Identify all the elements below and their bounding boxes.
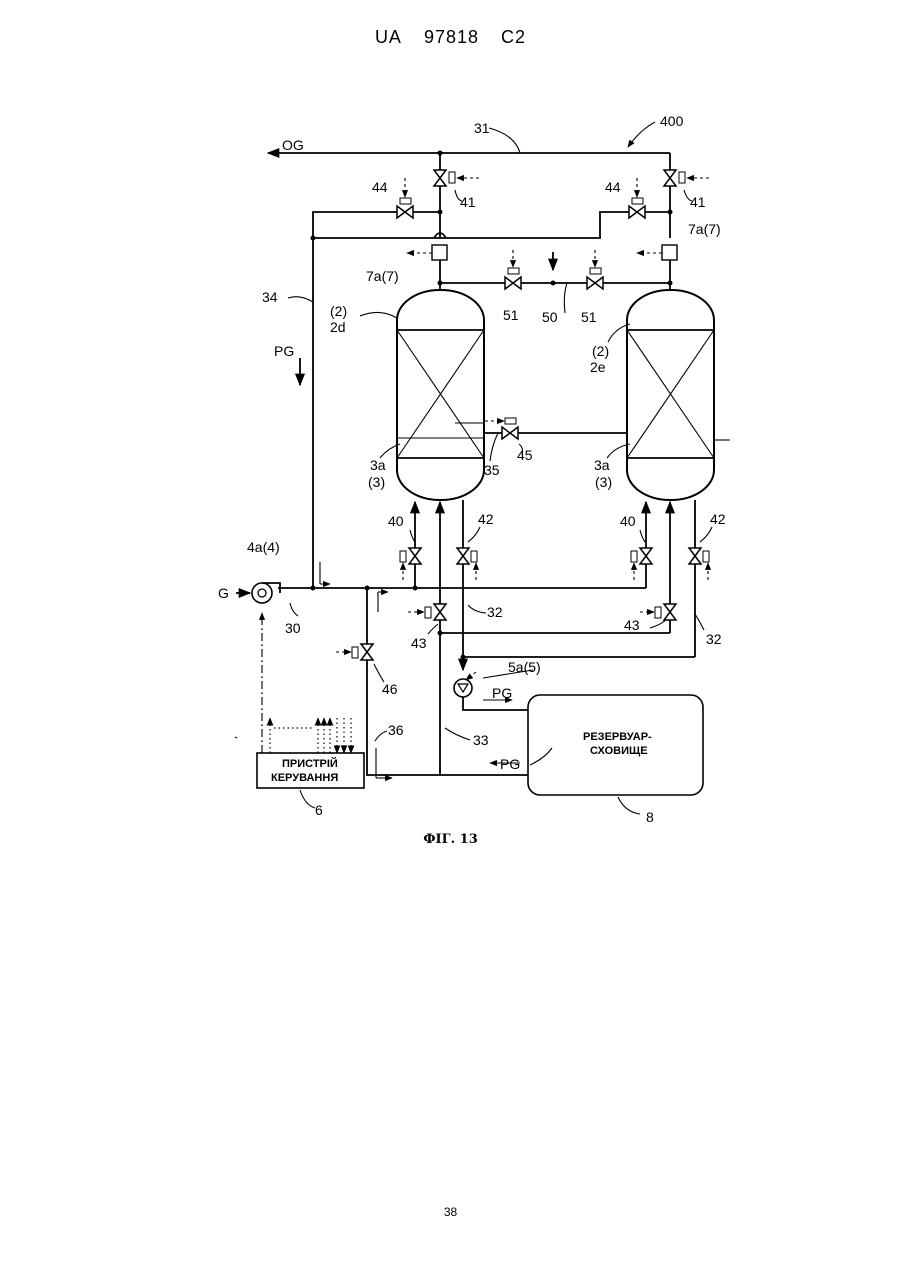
label-3-left: (3) <box>368 474 385 490</box>
label-40-left: 40 <box>388 513 404 529</box>
label-3a-left: 3a <box>370 457 386 473</box>
label-44-left: 44 <box>372 179 388 195</box>
label-32-left: 32 <box>487 604 503 620</box>
label-pg-in: PG <box>500 756 520 772</box>
label-33: 33 <box>473 732 489 748</box>
label-pg-out: PG <box>492 685 512 701</box>
label-400: 400 <box>660 113 684 129</box>
label-35: 35 <box>484 462 500 478</box>
label-40-right: 40 <box>620 513 636 529</box>
label-7a7-left: 7a(7) <box>366 268 399 284</box>
page-number: 38 <box>0 1205 901 1219</box>
label-45: 45 <box>517 447 533 463</box>
label-3a-right: 3a <box>594 457 610 473</box>
label-og: OG <box>282 137 304 153</box>
label-2d: 2d <box>330 319 346 335</box>
label-46: 46 <box>382 681 398 697</box>
label-42-left: 42 <box>478 511 494 527</box>
label-51-right: 51 <box>581 309 597 325</box>
label-g: G <box>218 585 229 601</box>
label-6: 6 <box>315 802 323 818</box>
label-2e: 2e <box>590 359 606 375</box>
label-8: 8 <box>646 809 654 825</box>
label-7a7-right: 7a(7) <box>688 221 721 237</box>
label-50: 50 <box>542 309 558 325</box>
pipe-32 <box>408 604 704 660</box>
storage-line1: РЕЗЕРВУАР- <box>583 731 652 743</box>
storage-tank-8: РЕЗЕРВУАР- СХОВИЩЕ <box>440 695 703 814</box>
label-30: 30 <box>285 620 301 636</box>
label-4a4: 4a(4) <box>247 539 280 555</box>
label-51-left: 51 <box>503 307 519 323</box>
label-44-right: 44 <box>605 179 621 195</box>
label-41-left: 41 <box>460 194 476 210</box>
label-41-right: 41 <box>690 194 706 210</box>
label-43-left: 43 <box>411 635 427 651</box>
label-2-left: (2) <box>330 303 347 319</box>
storage-line2: СХОВИЩЕ <box>590 745 648 757</box>
label-31: 31 <box>474 120 490 136</box>
control-line2: КЕРУВАННЯ <box>271 772 338 784</box>
pipe-35 <box>484 418 627 461</box>
label-43-right: 43 <box>624 617 640 633</box>
figure-caption: ФІГ. 13 <box>0 832 901 847</box>
adsorption-vessel-2e <box>608 290 730 500</box>
label-42-right: 42 <box>710 511 726 527</box>
label-pg-34: PG <box>274 343 294 359</box>
control-device-6: ПРИСТРІЙ КЕРУВАННЯ <box>257 613 364 808</box>
label-32-right: 32 <box>706 631 722 647</box>
og-line-31 <box>268 122 670 153</box>
control-line1: ПРИСТРІЙ <box>282 757 338 770</box>
label-36: 36 <box>388 722 404 738</box>
label-2-right: (2) <box>592 343 609 359</box>
label-34: 34 <box>262 289 278 305</box>
label-3-right: (3) <box>595 474 612 490</box>
label-5a5: 5a(5) <box>508 659 541 675</box>
